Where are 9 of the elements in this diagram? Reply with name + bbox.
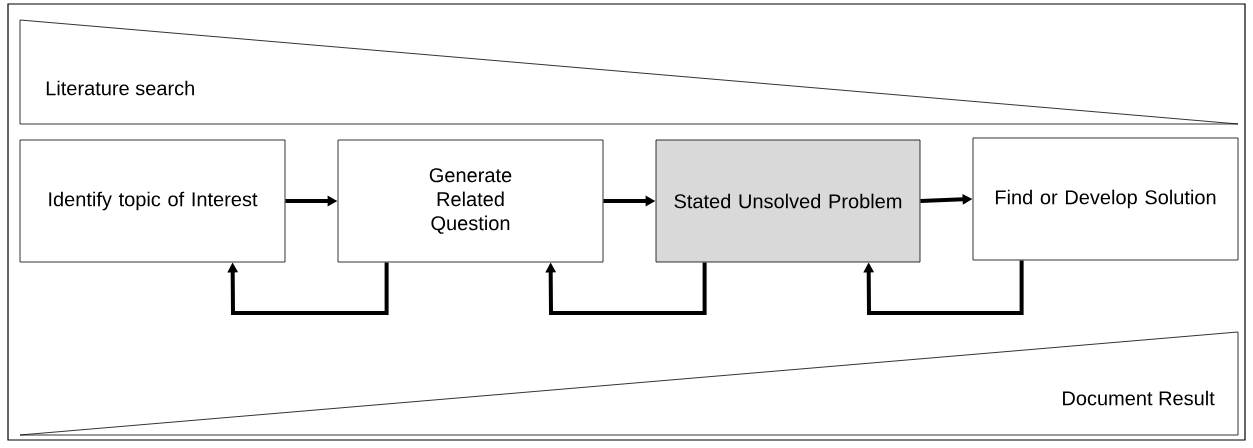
arrow [863, 260, 1024, 315]
wedge-band: Document Result [19, 331, 1239, 436]
arrow [227, 262, 389, 315]
arrow [545, 262, 707, 315]
process-box: Stated Unsolved Problem [655, 139, 921, 263]
process-box: Find or Develop Solution [972, 137, 1239, 261]
process-box: Generate Related Question [337, 139, 604, 263]
process-box: Identify topic of Interest [19, 139, 286, 263]
wedge-band: Literature search [19, 19, 1239, 125]
